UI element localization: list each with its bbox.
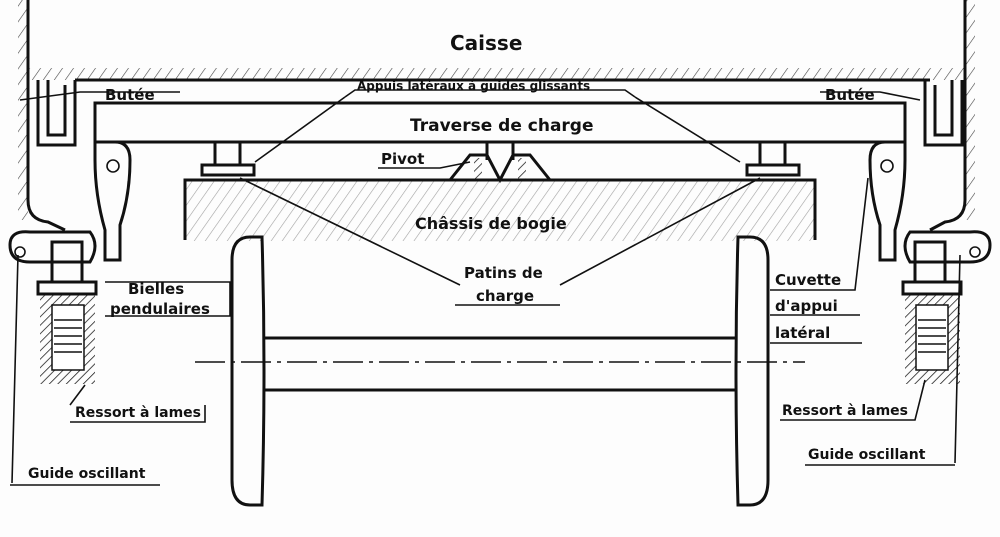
swing-link-right — [868, 140, 992, 384]
label-cuvette-2: d'appui — [775, 297, 838, 315]
label-butee-left: Butée — [105, 86, 155, 104]
wheelset — [195, 235, 805, 507]
car-body — [18, 0, 975, 232]
label-ressort-right: Ressort à lames — [782, 403, 908, 419]
label-guide-left: Guide oscillant — [28, 466, 146, 482]
swing-link-left — [8, 140, 132, 384]
pivot — [448, 142, 552, 184]
butee-right-hook — [923, 80, 964, 147]
leader-lines — [10, 89, 961, 486]
side-bearers — [200, 142, 801, 177]
axle — [265, 336, 735, 392]
label-bielles-2: pendulaires — [110, 300, 210, 318]
label-butee-right: Butée — [825, 86, 875, 104]
wheel-right — [734, 235, 770, 507]
bolster — [93, 101, 907, 144]
bogie-frame — [183, 178, 817, 241]
label-traverse: Traverse de charge — [410, 116, 594, 136]
label-ressort-left: Ressort à lames — [75, 405, 201, 421]
label-bielles-1: Bielles — [128, 280, 184, 298]
label-guide-right: Guide oscillant — [808, 447, 926, 463]
label-patins-1: Patins de — [464, 264, 543, 282]
label-pivot: Pivot — [381, 150, 424, 168]
label-caisse: Caisse — [450, 31, 522, 55]
wheel-left — [230, 235, 266, 507]
label-cuvette-1: Cuvette — [775, 271, 841, 289]
label-patins-2: charge — [476, 287, 534, 305]
label-chassis: Châssis de bogie — [415, 214, 567, 233]
label-cuvette-3: latéral — [775, 324, 830, 342]
butee-left-hook — [36, 80, 77, 147]
label-appuis: Appuis latéraux à guides glissants — [357, 79, 590, 93]
